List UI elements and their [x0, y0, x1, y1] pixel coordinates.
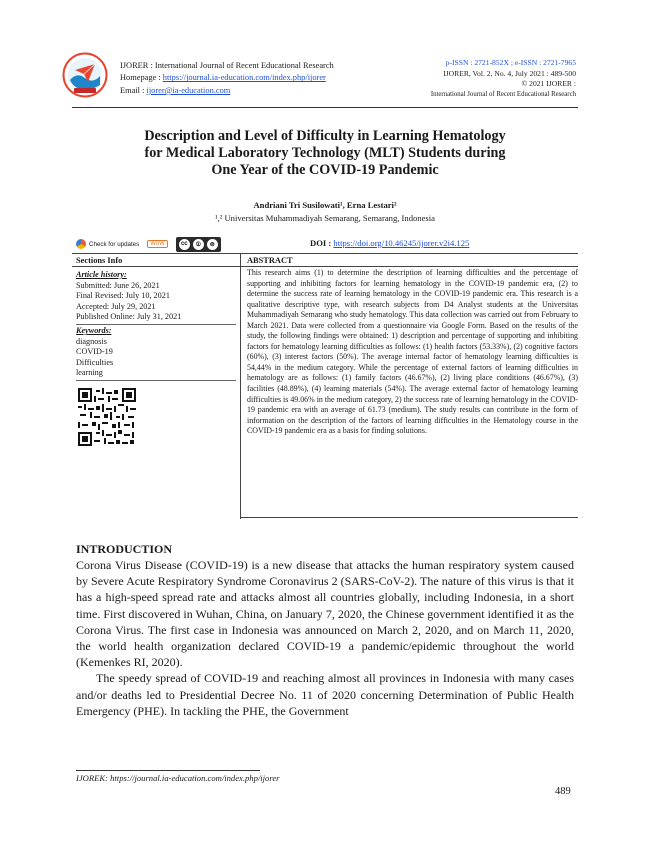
page-number: 489 [555, 786, 571, 797]
qr-code-icon[interactable] [78, 388, 136, 446]
history-revised: Final Revised: July 10, 2021 [76, 291, 170, 301]
introduction-paragraph: Corona Virus Disease (COVID-19) is a new… [76, 558, 574, 670]
doi-label: DOI : [310, 238, 334, 248]
doi-link[interactable]: https://doi.org/10.46245/ijorer.v2i4.125 [333, 238, 470, 248]
badge-row: Check for updates WoW cc ① ⊜ [76, 236, 221, 252]
column-divider [240, 254, 241, 519]
check-for-updates-badge[interactable]: Check for updates [76, 239, 139, 249]
doi: DOI : https://doi.org/10.46245/ijorer.v2… [310, 238, 469, 248]
journal-issue-info: p-ISSN : 2721-852X ; e-ISSN : 2721-7965 … [431, 58, 576, 100]
journal-name: IJORER : International Journal of Recent… [120, 61, 334, 70]
sections-info-heading: Sections Info [76, 256, 123, 265]
abstract-heading: ABSTRACT [247, 256, 293, 265]
info-divider [76, 323, 236, 325]
keyword-item: learning [76, 368, 103, 378]
authors: Andriani Tri Susilowati¹, Erna Lestari² [253, 200, 397, 210]
ww-badge[interactable]: WoW [147, 240, 168, 248]
paper-title: Description and Level of Difficulty in L… [144, 128, 506, 179]
cc-sa-icon: ⊜ [205, 237, 219, 251]
abstract-bottom-rule [240, 517, 578, 518]
history-accepted: Accepted: July 29, 2021 [76, 301, 156, 311]
keyword-item: Difficulties [76, 357, 114, 367]
info-divider [76, 379, 236, 381]
article-info: Article history: Submitted: June 26, 202… [76, 270, 236, 382]
history-published: Published Online: July 31, 2021 [76, 312, 182, 322]
volume-info: IJORER, Vol. 2, No. 4, July 2021 : 489-5… [443, 68, 576, 78]
header-divider [72, 107, 578, 108]
affiliation: ¹,² Universitas Muhammadiyah Semarang, S… [215, 213, 435, 223]
issn: p-ISSN : 2721-852X ; e-ISSN : 2721-7965 [445, 58, 576, 67]
email-link[interactable]: ijorer@ia-education.com [146, 85, 231, 95]
journal-logo [62, 52, 108, 98]
box-header-rule [72, 266, 578, 267]
cc-by-icon: ① [191, 237, 205, 251]
journal-header-info: IJORER : International Journal of Recent… [120, 60, 334, 97]
homepage-link[interactable]: https://journal.ia-education.com/index.p… [162, 73, 326, 83]
email-label: Email : [120, 85, 147, 95]
history-submitted: Submitted: June 26, 2021 [76, 280, 160, 290]
creative-commons-badge[interactable]: cc ① ⊜ [175, 236, 221, 252]
introduction-paragraph: The speedy spread of COVID-19 and reachi… [76, 671, 574, 718]
footer-url[interactable]: IJOREK: https://journal.ia-education.com… [76, 773, 280, 783]
keywords-heading: Keywords: [76, 325, 112, 335]
abstract-text: This research aims (1) to determine the … [247, 268, 578, 436]
check-for-updates-icon [76, 239, 86, 249]
footer-divider [76, 770, 260, 771]
publisher-name: International Journal of Recent Educatio… [430, 90, 576, 98]
keyword-item: diagnosis [76, 336, 107, 346]
article-history-heading: Article history: [76, 270, 127, 279]
introduction-heading: INTRODUCTION [76, 542, 173, 556]
copyright: © 2021 IJORER : [521, 79, 577, 89]
box-top-rule [72, 253, 578, 254]
homepage-label: Homepage : [120, 73, 163, 83]
keyword-item: COVID-19 [76, 347, 113, 357]
introduction-body: Corona Virus Disease (COVID-19) is a new… [76, 557, 574, 719]
cc-icon: cc [177, 237, 191, 251]
